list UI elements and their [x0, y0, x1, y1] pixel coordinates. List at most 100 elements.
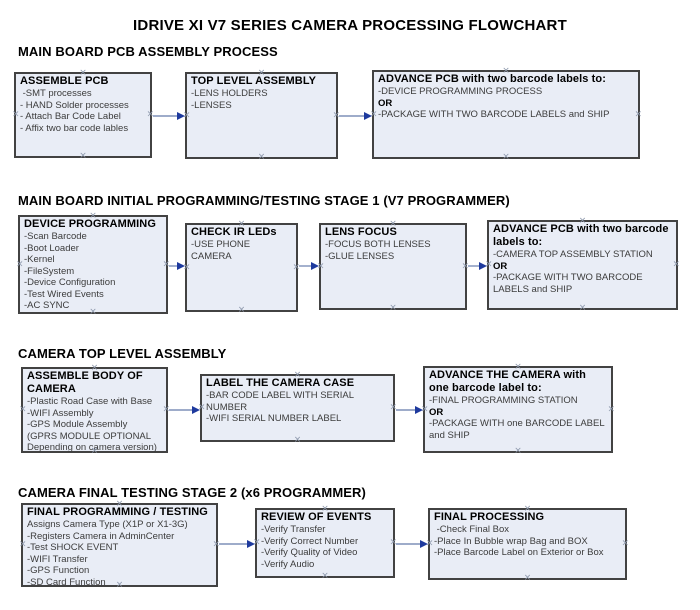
flow-box-final-programming-testing: FINAL PROGRAMMING / TESTING Assigns Came… [19, 500, 220, 590]
connection-anchor: × [292, 262, 300, 272]
connection-anchor: × [317, 261, 325, 271]
connection-anchor: × [237, 305, 246, 315]
box-title: LABEL THE CAMERA CASE [206, 377, 355, 389]
box-line: -Test Wired Events [24, 288, 104, 300]
box-line: -BAR CODE LABEL WITH SERIAL NUMBER [206, 390, 357, 413]
box-line: -PACKAGE WITH one BARCODE LABEL and SHIP [429, 418, 607, 441]
box-title: TOP LEVEL ASSEMBLY [191, 75, 317, 87]
connection-anchor: × [389, 402, 397, 413]
box-line: -USE PHONE CAMERA [191, 239, 253, 262]
box-line: -FOCUS BOTH LENSES [325, 239, 431, 250]
box-line: -WIFI Transfer [27, 553, 88, 565]
connection-anchor: × [607, 404, 615, 414]
connection-anchor: × [183, 110, 191, 120]
connector-arrow [468, 262, 487, 270]
box-title: ASSEMBLE BODY OF CAMERA [27, 370, 143, 395]
box-line: (GPRS MODULE OPTIONAL Depending on camer… [27, 430, 157, 454]
box-line: -GPS Function [27, 565, 90, 576]
connector-arrow [169, 406, 200, 414]
connection-anchor: × [162, 404, 170, 415]
box-title: ASSEMBLE PCB [20, 75, 109, 87]
connector-arrow [299, 262, 319, 270]
box-line: -LENS HOLDERS [191, 88, 268, 99]
box-line: -Scan Barcode [24, 231, 87, 242]
box-line: -Plastic Road Case with Base [27, 396, 153, 407]
connection-anchor: × [12, 109, 20, 120]
box-line: -Check Final Box [434, 524, 509, 535]
connector-arrow [396, 406, 423, 414]
page-title: IDRIVE XI V7 SERIES CAMERA PROCESSING FL… [133, 17, 567, 34]
box-title: ADVANCE PCB with two barcode labels to: [378, 73, 606, 85]
flow-box-device-programming: DEVICE PROGRAMMING -Scan Barcode -Boot L… [16, 212, 170, 317]
connector-arrow [219, 540, 255, 548]
section-header-final-testing: CAMERA FINAL TESTING STAGE 2 (x6 PROGRAM… [18, 485, 366, 500]
box-line: -Boot Loader [24, 242, 79, 254]
flow-box-lens-focus: LENS FOCUS -FOCUS BOTH LENSES -GLUE LENS… [317, 220, 469, 313]
box-line: -GLUE LENSES [325, 250, 395, 262]
connection-anchor: × [19, 539, 27, 550]
connection-anchor: × [183, 262, 191, 272]
box-title: REVIEW OF EVENTS [261, 511, 372, 523]
box-line: -WIFI SERIAL NUMBER LABEL [206, 413, 342, 424]
box-line: -Test SHOCK EVENT [27, 542, 119, 553]
connection-anchor: × [253, 537, 261, 548]
box-line: Assigns Camera Type (X1P or X1-3G) [27, 519, 188, 530]
box-line: -Place In Bubble wrap Bag and BOX [434, 535, 588, 547]
box-line-or: OR [493, 260, 508, 272]
connection-anchor: × [212, 539, 220, 550]
connection-anchor: × [485, 259, 493, 270]
box-line: -Verify Audio [261, 558, 315, 570]
box-title: CHECK IR LEDs [191, 226, 277, 238]
flow-box-label-camera-case: LABEL THE CAMERA CASE -BAR CODE LABEL WI… [198, 371, 397, 445]
flow-box-advance-pcb-2: ADVANCE PCB with two barcode labels to: … [485, 217, 680, 313]
box-line: -SMT processes [20, 88, 92, 99]
connection-anchor: × [634, 109, 642, 119]
box-line: -PACKAGE WITH TWO BARCODE LABELS and SHI… [493, 272, 646, 295]
connection-anchor: × [332, 110, 340, 120]
box-line: - HAND Solder processes [20, 99, 129, 111]
box-title: FINAL PROGRAMMING / TESTING [27, 506, 208, 518]
connection-anchor: × [514, 446, 522, 456]
box-line: -FINAL PROGRAMMING STATION [429, 395, 578, 406]
box-line: -PACKAGE WITH TWO BARCODE LABELS and SHI… [378, 109, 610, 120]
connection-anchor: × [293, 435, 302, 445]
box-title: LENS FOCUS [325, 226, 397, 238]
flow-box-top-level-assembly: TOP LEVEL ASSEMBLY -LENS HOLDERS -LENSES… [183, 69, 340, 162]
flow-box-advance-pcb-1: ADVANCE PCB with two barcode labels to: … [370, 67, 642, 162]
box-line: -Kernel [24, 254, 55, 265]
box-title: ADVANCE PCB with two barcode labels to: [493, 223, 669, 248]
flow-box-assemble-pcb: ASSEMBLE PCB -SMT processes - HAND Solde… [12, 69, 154, 161]
box-title: ADVANCE THE CAMERA with one barcode labe… [429, 369, 586, 394]
flow-box-assemble-body: ASSEMBLE BODY OF CAMERA -Plastic Road Ca… [19, 364, 170, 456]
box-line-or: OR [429, 406, 444, 418]
box-title: FINAL PROCESSING [434, 511, 545, 523]
connection-anchor: × [321, 571, 329, 581]
box-line: -Place Barcode Label on Exterior or Box [434, 547, 604, 558]
connection-anchor: × [19, 404, 27, 415]
connection-anchor: × [421, 404, 429, 414]
box-line-or: OR [378, 97, 393, 109]
box-line: -FileSystem [24, 265, 75, 277]
connector-arrow [169, 262, 185, 270]
connector-arrow [153, 112, 185, 120]
box-line: -GPS Module Assembly [27, 419, 128, 430]
connection-anchor: × [79, 151, 87, 161]
connection-anchor: × [426, 538, 434, 549]
box-line: -WIFI Assembly [27, 407, 94, 419]
connection-anchor: × [16, 259, 24, 269]
connector-arrow [339, 112, 372, 120]
connection-anchor: × [198, 402, 206, 413]
box-line: -Verify Transfer [261, 524, 326, 535]
flow-box-check-ir-leds: CHECK IR LEDs -USE PHONE CAMERA ×××× [183, 220, 300, 315]
flow-box-final-processing: FINAL PROCESSING -Check Final Box -Place… [426, 505, 629, 583]
box-line: -Device Configuration [24, 277, 116, 288]
box-line: -AC SYNC [24, 300, 70, 311]
connection-anchor: × [578, 303, 587, 313]
section-header-camera-top-assembly: CAMERA TOP LEVEL ASSEMBLY [18, 346, 227, 361]
connection-anchor: × [672, 259, 680, 270]
box-line: -SD Card Function [27, 576, 106, 588]
connection-anchor: × [461, 261, 469, 271]
connection-anchor: × [621, 538, 629, 549]
section-header-initial-programming: MAIN BOARD INITIAL PROGRAMMING/TESTING S… [18, 193, 510, 208]
